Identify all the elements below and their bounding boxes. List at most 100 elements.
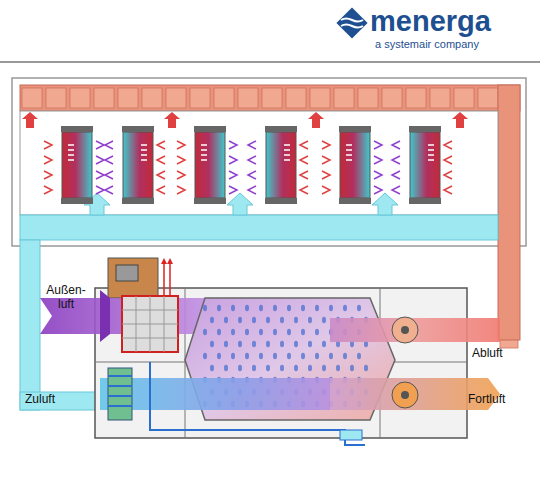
supply-coil xyxy=(108,368,132,420)
water-drop xyxy=(245,305,249,311)
duct-segment xyxy=(22,88,42,108)
air-chevron xyxy=(392,186,400,194)
air-chevron xyxy=(392,171,400,179)
duct-segment xyxy=(70,88,90,108)
air-chevron xyxy=(177,141,185,149)
duct-segment xyxy=(478,88,498,108)
water-drop xyxy=(252,317,256,323)
duct-segment xyxy=(142,88,162,108)
water-drop xyxy=(287,305,291,311)
air-chevron xyxy=(300,186,308,194)
air-flow-label: Außen- luft xyxy=(40,284,92,312)
water-drop xyxy=(329,305,333,311)
water-drop xyxy=(252,365,256,371)
duct-segment xyxy=(454,88,474,108)
water-drop xyxy=(301,353,305,359)
water-drop xyxy=(301,329,305,335)
water-drop xyxy=(273,353,277,359)
duct-segment xyxy=(94,88,114,108)
warm-air-arrow xyxy=(308,112,324,128)
air-chevron xyxy=(44,171,52,179)
air-chevron xyxy=(157,186,165,194)
water-drop xyxy=(294,317,298,323)
air-chevron xyxy=(322,186,330,194)
heater-unit xyxy=(61,126,93,204)
water-drop xyxy=(238,365,242,371)
water-drop xyxy=(245,353,249,359)
water-drop xyxy=(280,341,284,347)
exhaust-duct-top xyxy=(20,85,520,111)
water-drop xyxy=(315,305,319,311)
air-chevron xyxy=(248,171,256,179)
water-drop xyxy=(343,353,347,359)
heater-unit xyxy=(194,126,226,204)
duct-segment xyxy=(334,88,354,108)
water-drop xyxy=(238,317,242,323)
supply-arrow xyxy=(372,193,398,215)
water-drop xyxy=(308,317,312,323)
water-drop xyxy=(231,353,235,359)
air-flow-label: Abluft xyxy=(472,347,538,361)
water-drop xyxy=(266,341,270,347)
water-drop xyxy=(336,365,340,371)
supply-duct-vertical xyxy=(20,240,40,410)
water-drop xyxy=(217,353,221,359)
duct-segment xyxy=(46,88,66,108)
air-chevron xyxy=(322,141,330,149)
air-chevron xyxy=(444,156,452,164)
water-drop xyxy=(231,305,235,311)
supply-arrow xyxy=(227,193,253,215)
warm-air-arrow xyxy=(22,112,38,128)
air-chevron xyxy=(248,186,256,194)
air-chevron xyxy=(96,141,104,149)
duct-segment xyxy=(118,88,138,108)
air-chevron xyxy=(44,156,52,164)
air-chevron xyxy=(105,141,113,149)
duct-segment xyxy=(214,88,234,108)
duct-segment xyxy=(310,88,330,108)
water-drop xyxy=(315,329,319,335)
duct-segment xyxy=(262,88,282,108)
water-pipes xyxy=(150,362,365,445)
filter-grid xyxy=(122,296,178,352)
water-drop xyxy=(364,365,368,371)
logo-text: a systemair company xyxy=(375,38,535,51)
extract-air-flow xyxy=(330,318,500,342)
room xyxy=(20,111,498,215)
air-flow-label: Fortluft xyxy=(468,393,538,407)
water-drop xyxy=(231,329,235,335)
water-drop xyxy=(322,341,326,347)
air-chevron xyxy=(300,171,308,179)
water-drop xyxy=(343,305,347,311)
water-drop xyxy=(217,305,221,311)
air-chevron xyxy=(105,186,113,194)
duct-segment xyxy=(190,88,210,108)
air-chevron xyxy=(392,141,400,149)
water-drop xyxy=(294,365,298,371)
air-chevron xyxy=(392,156,400,164)
water-drop xyxy=(273,329,277,335)
water-drop xyxy=(245,329,249,335)
air-chevron xyxy=(105,171,113,179)
control-box xyxy=(108,258,173,298)
water-drop xyxy=(329,353,333,359)
air-chevron xyxy=(229,141,237,149)
air-chevron xyxy=(229,186,237,194)
duct-segment xyxy=(286,88,306,108)
water-drop xyxy=(322,365,326,371)
water-drop xyxy=(301,305,305,311)
duct-segment xyxy=(382,88,402,108)
supply-duct xyxy=(20,215,498,240)
fan xyxy=(392,317,418,408)
outside-air-head xyxy=(100,290,110,342)
air-chevron xyxy=(322,156,330,164)
air-chevron xyxy=(444,141,452,149)
air-chevron xyxy=(322,171,330,179)
air-chevron xyxy=(374,186,382,194)
water-drop xyxy=(203,305,207,311)
water-drop xyxy=(280,365,284,371)
water-drop xyxy=(322,317,326,323)
duct-segment xyxy=(238,88,258,108)
